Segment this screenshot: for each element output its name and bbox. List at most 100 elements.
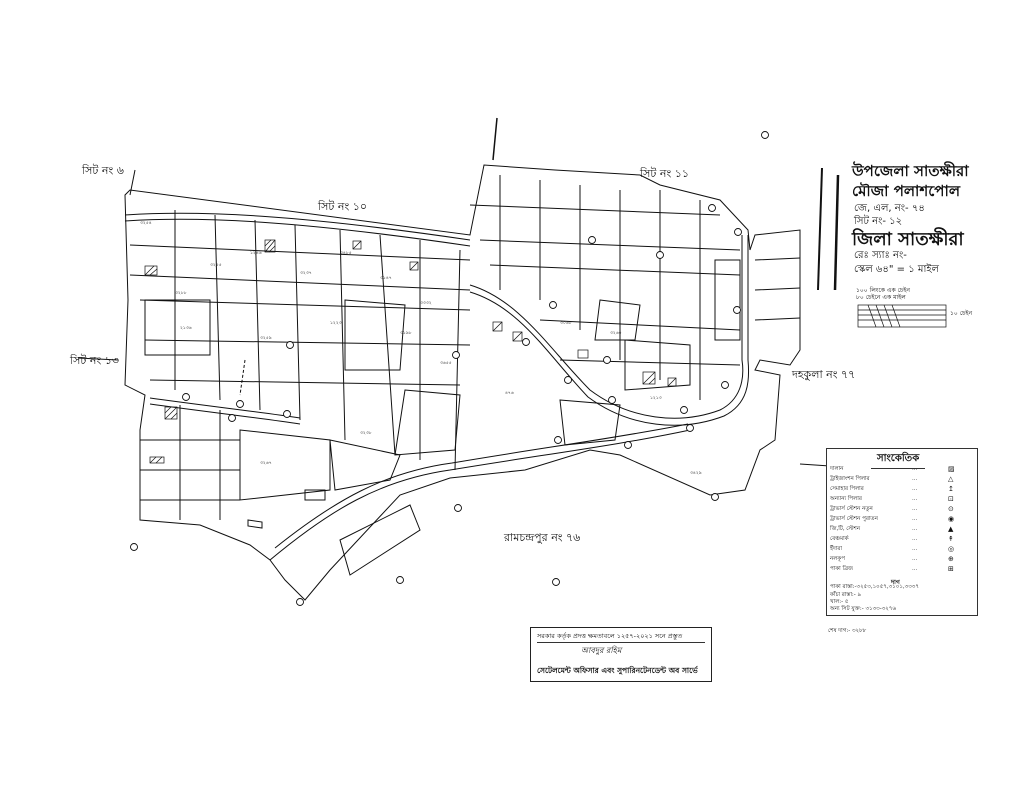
map-legend: সাংকেতিক দালান... ▨ ট্রাইজাংশন পিলার... △ সে…	[826, 448, 978, 616]
legend-item: ট্রাইজাংশন পিলার... △	[830, 475, 974, 486]
legend-item: ইঁদারা... ◎	[830, 545, 974, 556]
legend-dots: ...	[912, 526, 918, 532]
legend-dots: ...	[912, 496, 918, 502]
legend-other-sheet: অন্য সিট যুক্ত:- ৩১৩৩-৩২৭৬	[830, 606, 897, 612]
legend-symbol-icon: ⊞	[948, 565, 954, 573]
legend-item: সেমাহার পিলার... ↥	[830, 485, 974, 496]
legend-dots: ...	[912, 556, 918, 562]
neighbour-dahakula: দহকুলা নং ৭৭	[792, 368, 856, 381]
plot-number: ৩২৬৭	[260, 461, 272, 466]
legend-symbol-icon: ↥	[948, 485, 954, 493]
legend-item-label: বেঞ্চমার্ক	[830, 536, 849, 542]
legend-last-plot: শেষ দাগ:- ৩২৮৮	[828, 628, 867, 634]
legend-subhead: দাগ	[891, 579, 900, 586]
scale-note-1: ১০০ লিংকে এক চেইন	[856, 287, 910, 294]
legend-symbol-icon: ⊡	[948, 495, 954, 503]
legend-symbol-icon: ◎	[948, 545, 955, 553]
plot-number: ১২২৩	[330, 321, 342, 326]
legend-symbol-icon: ↟	[948, 535, 954, 543]
sheet-number: সিট নং- ১২	[854, 216, 903, 227]
officer-designation: সেটেলমেন্ট অফিসার এবং সুপারিনটেনডেন্ট অব…	[537, 666, 698, 675]
plot-number: ১২৪৬	[250, 251, 262, 256]
legend-symbol-icon: ▲	[948, 525, 954, 533]
plot-number: ১২১৩	[650, 396, 662, 401]
legend-dots: ...	[912, 566, 918, 572]
legend-item: নলকূপ...⊕	[830, 555, 974, 566]
legend-dots: ...	[912, 466, 918, 472]
plot-number: ৩৩৩২	[420, 301, 432, 306]
plot-number: ৩২৬৫	[610, 331, 622, 336]
legend-paka-rasta: পাকা রাস্তা:-৩২৫৩,১০৫৭,৩১০১,৩৩৩৭	[830, 584, 919, 590]
legend-item-label: সেমাহার পিলার	[830, 486, 864, 492]
road-west	[149, 397, 301, 419]
plot-number: ৩২৫৯	[260, 336, 272, 341]
certification-line: সরকার কর্তৃক প্রদত্ত ক্ষমতাবলে ১২৫৭-২০২১…	[537, 631, 705, 643]
legend-dots: ...	[912, 536, 918, 542]
plot-number: ৩২৫৫	[210, 263, 222, 268]
legend-symbol-icon: ▨	[948, 465, 955, 473]
legend-dots: ...	[912, 506, 918, 512]
legend-khal: খাল:- ৫	[830, 599, 849, 605]
plot-number: ৩১৪৭	[380, 276, 392, 281]
legend-item-label: ট্রাভার্স স্টেশন নতুন	[830, 506, 873, 512]
jl-number: জে, এল, নং- ৭৪	[854, 203, 925, 214]
legend-item-label: অন্যান্য পিলার	[830, 496, 862, 502]
officer-signature: আবদুর রহিম	[581, 646, 622, 655]
plot-number: ৩১৯৮	[400, 331, 412, 336]
legend-item-label: পাকা ব্রিজ	[830, 566, 853, 572]
legend-symbol-icon: ⊙	[948, 505, 954, 513]
upazila-title: উপজেলা সাতক্ষীরা	[852, 162, 969, 180]
legend-dots: ...	[912, 546, 918, 552]
mouza-boundary	[124, 164, 801, 601]
legend-kacha-rasta: কাঁচা রাস্তা:- ৯	[830, 592, 862, 598]
legend-symbol-icon: △	[948, 475, 954, 483]
plot-number: ৪৭৬	[505, 391, 514, 396]
plot-number: ৩৪২৯	[690, 471, 702, 476]
plot-number: ৩২৩৭	[300, 271, 312, 276]
neighbour-ramchandrapur: রামচন্দ্রপুর নং ৭৬	[504, 531, 581, 544]
plot-number: ৩২৩৮	[360, 431, 372, 436]
legend-item-label: জি,টি, স্টেশন	[830, 526, 861, 532]
legend-dots: ...	[912, 476, 918, 482]
plot-number: ৩২৫৪	[140, 221, 152, 226]
legend-item-label: দালান	[830, 466, 844, 472]
legend-dots: ...	[912, 486, 918, 492]
legend-dots: ...	[912, 516, 918, 522]
road-main-north-2	[124, 218, 471, 247]
legend-item-label: ট্রাভার্স স্টেশন পুরাতন	[830, 516, 878, 522]
legend-symbol-icon: ◉	[948, 515, 955, 523]
certification-box: সরকার কর্তৃক প্রদত্ত ক্ষমতাবলে ১২৫৭-২০২১…	[530, 627, 712, 682]
sheet-ref-6: সিট নং ৬	[82, 164, 124, 177]
legend-item-label: ট্রাইজাংশন পিলার	[830, 476, 870, 482]
legend-item: পাকা ব্রিজ... ⊞	[830, 565, 974, 576]
map-scale: স্কেল ৬৪" = ১ মাইল	[854, 264, 939, 275]
plot-number: ৩২৮৮	[175, 291, 187, 296]
plot-number: ২১৩৬	[180, 326, 192, 331]
legend-item: ট্রাভার্স স্টেশন নতুন... ⊙	[830, 505, 974, 516]
scale-note-2: ৮০ চেইনে এক মাইল	[856, 294, 906, 301]
rs-number: রেঃ স্যাঃ নং-	[854, 250, 907, 261]
plot-number: ৩৬৫৫	[440, 361, 452, 366]
scale-bar-end-label: ১০ চেইন	[950, 310, 973, 317]
legend-symbol-icon: ⊕	[948, 555, 954, 563]
legend-item: বেঞ্চমার্ক... ↟	[830, 535, 974, 546]
road-east	[469, 235, 744, 419]
legend-title: সাংকেতিক	[871, 451, 926, 469]
road-main-north	[124, 212, 471, 241]
plot-number: ৩৪৮৫	[340, 251, 352, 256]
sheet-ref-13: সিট নং ১৩	[70, 354, 119, 367]
road-south	[269, 429, 691, 561]
legend-item-label: ইঁদারা	[830, 546, 842, 552]
district-title: জিলা সাতক্ষীরা	[852, 229, 964, 250]
plot-number: ৩০৬৮	[560, 321, 572, 326]
sheet-ref-11: সিট নং ১১	[640, 167, 689, 180]
road-west-2	[149, 403, 301, 425]
road-south-2	[274, 423, 689, 549]
road-east-2	[469, 235, 750, 426]
legend-item: জি,টি, স্টেশন... ▲	[830, 525, 974, 536]
mouza-title: মৌজা পলাশপোল	[852, 182, 961, 200]
sheet-ref-10: সিট নং ১০	[318, 200, 367, 213]
legend-item: ট্রাভার্স স্টেশন পুরাতন... ◉	[830, 515, 974, 526]
legend-item: দালান... ▨	[830, 465, 974, 476]
